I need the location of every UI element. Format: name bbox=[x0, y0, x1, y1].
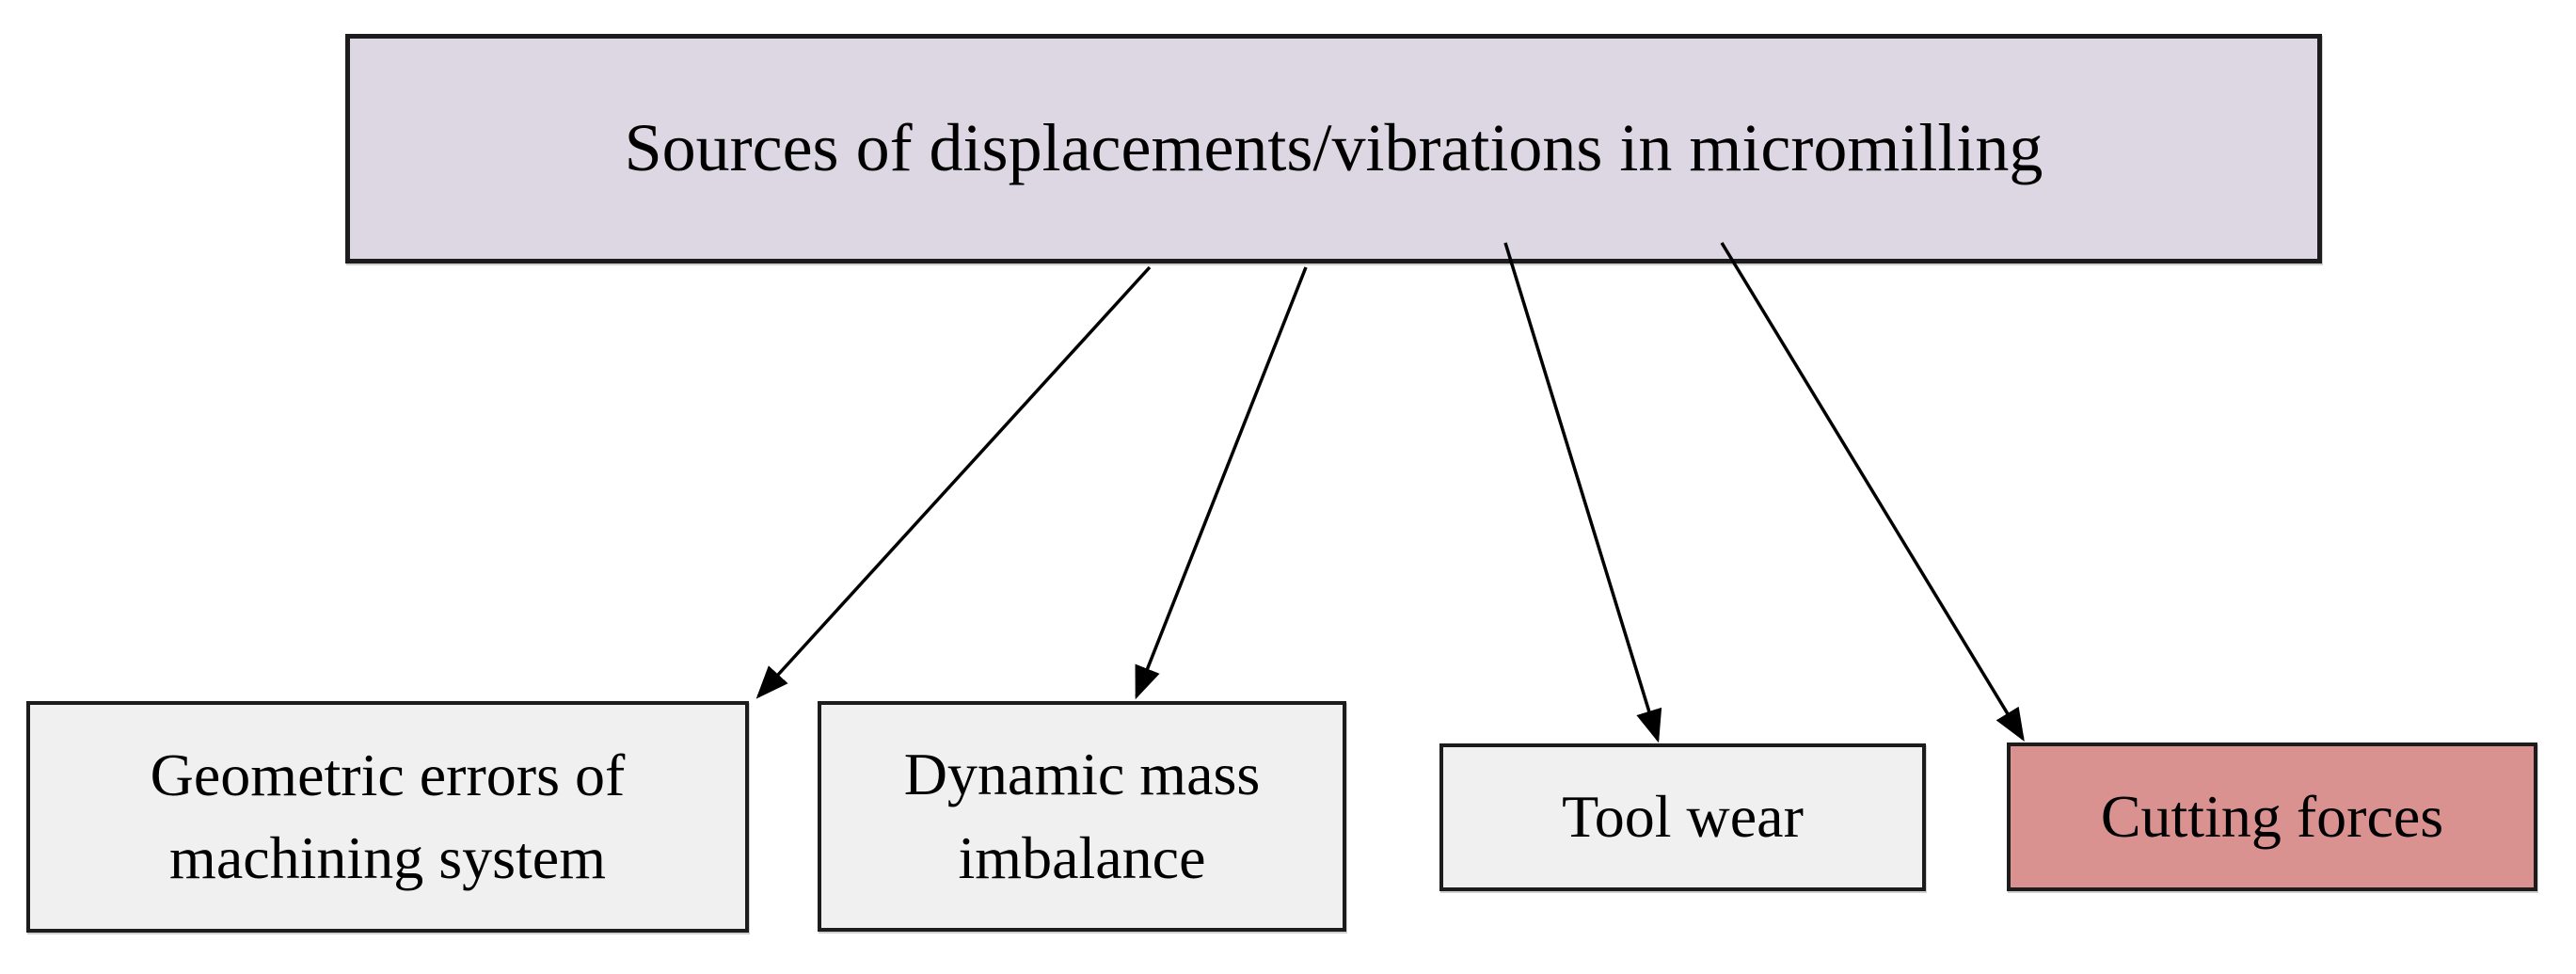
node-tool-wear: Tool wear bbox=[1439, 743, 1926, 891]
node-label: Sources of displacements/vibrations in m… bbox=[624, 110, 2043, 186]
arrow-root-to-cutting-forces bbox=[1720, 242, 2025, 742]
node-label: Dynamic mass imbalance bbox=[903, 741, 1261, 891]
node-sources-of-vibrations: Sources of displacements/vibrations in m… bbox=[345, 34, 2322, 263]
arrow-root-to-geometric-errors bbox=[755, 265, 1152, 699]
node-label: Tool wear bbox=[1562, 783, 1804, 851]
node-geometric-errors: Geometric errors of machining system bbox=[26, 701, 749, 933]
node-label: Geometric errors of machining system bbox=[150, 741, 626, 891]
arrow-root-to-dynamic-mass-imbalance bbox=[1135, 266, 1308, 700]
node-cutting-forces: Cutting forces bbox=[2007, 742, 2537, 891]
node-label: Cutting forces bbox=[2100, 782, 2444, 850]
node-dynamic-mass-imbalance: Dynamic mass imbalance bbox=[818, 701, 1346, 932]
arrow-root-to-tool-wear bbox=[1503, 242, 1662, 743]
